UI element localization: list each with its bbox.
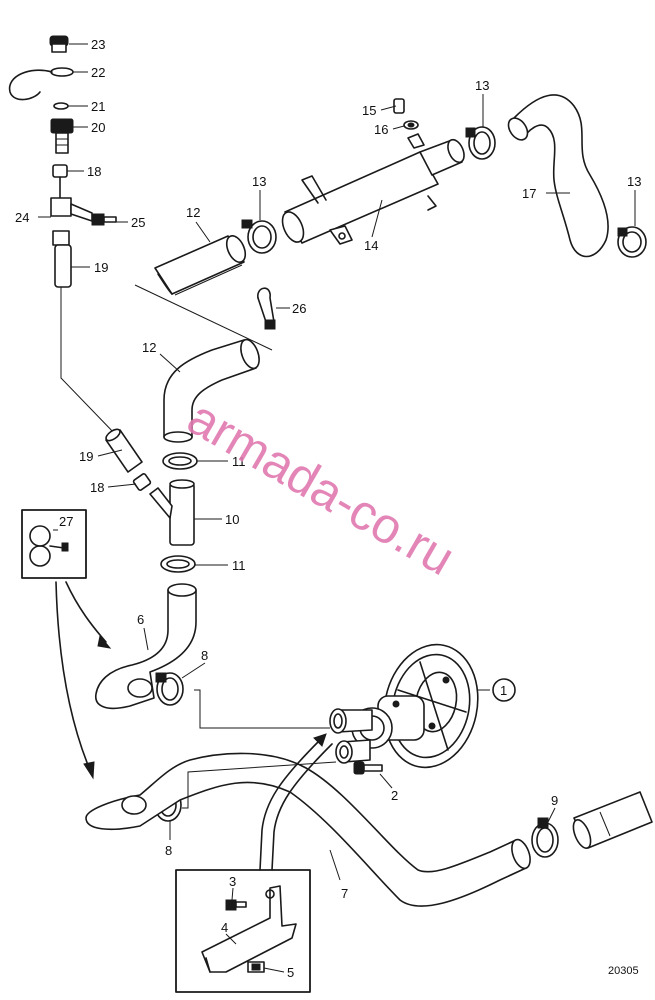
callout-15: 15 [362,103,376,118]
pump-leaders [182,689,337,809]
connector-18-upper [52,164,68,178]
connector-18-lower [132,473,152,491]
watermark: armada-co.ru [179,389,465,586]
nut-5 [247,961,265,973]
clamp-11-lower [160,555,196,573]
bolt-2 [353,761,383,775]
hose-17 [507,94,609,258]
plug-15 [393,98,405,114]
callout-12-lower: 12 [142,340,156,355]
callout-19-upper: 19 [94,260,108,275]
callout-17: 17 [522,186,536,201]
callout-26: 26 [292,301,306,316]
callout-13-middle: 13 [475,78,489,93]
callout-6: 6 [137,612,144,627]
clamp-13-right [617,226,647,258]
outlet-pipe [572,791,653,849]
callout-24: 24 [15,210,29,225]
callout-5: 5 [287,965,294,980]
cap-23 [49,35,69,53]
o-ring-21 [53,102,69,110]
water-pump-1 [329,643,479,769]
callout-1-circle [492,678,516,702]
inset-bracket [175,733,333,993]
hose-12-upper [154,235,247,295]
callout-4: 4 [221,920,228,935]
clamp-8-upper [155,672,184,706]
clamp-13-left [241,219,277,254]
callout-1: 1 [500,683,507,698]
figure-number: 20305 [608,965,639,977]
callout-12-upper: 12 [186,205,200,220]
clamp-9 [531,817,559,858]
callout-21: 21 [91,99,105,114]
callout-13-right: 13 [627,174,641,189]
callout-11-lower: 11 [232,558,246,573]
callout-14: 14 [364,238,378,253]
callout-leaders [38,43,636,973]
callout-25: 25 [131,215,145,230]
hose-19-upper [52,230,72,288]
callout-13-left: 13 [252,174,266,189]
callout-18-lower: 18 [90,480,104,495]
callout-9: 9 [551,793,558,808]
bracket-4 [201,885,297,973]
inset-27-arrows [55,581,112,780]
callout-2: 2 [391,788,398,803]
screw-3 [225,899,247,911]
hose-12-lower [163,338,260,443]
callout-3: 3 [229,874,236,889]
hose-19-lower [105,428,143,473]
callout-16: 16 [374,122,388,137]
pipe-14 [281,133,465,245]
callout-22: 22 [91,65,105,80]
callout-10: 10 [225,512,239,527]
clamp-13-middle [465,126,496,160]
connection-lines [60,264,273,437]
callout-20: 20 [91,120,105,135]
inset-27 [21,509,87,579]
clamp-11-upper [162,452,198,470]
filler-neck-20 [50,118,74,154]
o-ring-16 [403,120,419,130]
retaining-strap-22 [8,67,74,101]
callout-7: 7 [341,886,348,901]
callout-18-upper: 18 [87,164,101,179]
clamp-24 [50,176,93,222]
t-piece-10 [149,479,195,546]
callout-23: 23 [91,37,105,52]
callout-8-upper: 8 [201,648,208,663]
callout-27: 27 [59,514,73,529]
hose-7 [85,752,531,907]
clip-26 [257,287,276,330]
callout-19-lower: 19 [79,449,93,464]
callout-11-upper: 11 [232,454,246,469]
screw-25 [91,213,117,226]
callout-8-lower: 8 [165,843,172,858]
hose-6 [95,583,197,710]
